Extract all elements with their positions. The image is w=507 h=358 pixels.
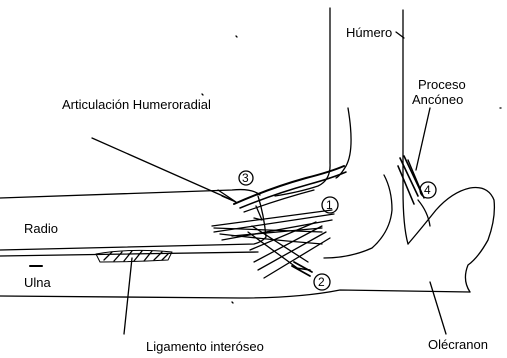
leader-articulacion [92,138,232,200]
leader-olecranon [430,282,446,334]
ligament-2-fiber [292,266,310,276]
label-humero: Húmero [346,26,392,40]
label-anconeo: Ancóneo [412,93,463,107]
leader-proceso [416,108,430,170]
stray-mark [236,36,237,37]
humerus-trochlea [324,175,392,258]
leader-ligamento [124,258,132,334]
label-proceso: Proceso [418,78,466,92]
marker-2-label: 2 [318,275,325,289]
olecranon-fossa [418,200,430,226]
marker-3-label: 3 [242,171,249,185]
marker-4-label: 4 [424,183,431,197]
label-ulna: Ulna [24,276,51,290]
marker-1-label: 1 [326,198,333,212]
interosseous-hatch [104,251,168,261]
label-ligamento-interoseo: Ligamento interóseo [146,340,264,354]
label-olecranon: Olécranon [428,338,488,352]
radius-outline-top [0,190,260,198]
humerus-outline-right [403,10,408,244]
stray-mark [202,94,203,95]
leader-articulacion-arrow [218,190,236,202]
ulna-outline-bottom [0,290,470,298]
humerus-outline [275,8,330,196]
ligament-fiber [264,238,330,278]
label-radio: Radio [24,222,58,236]
label-articulacion-humeroradial: Articulación Humeroradial [62,98,211,112]
stray-mark [232,302,233,303]
